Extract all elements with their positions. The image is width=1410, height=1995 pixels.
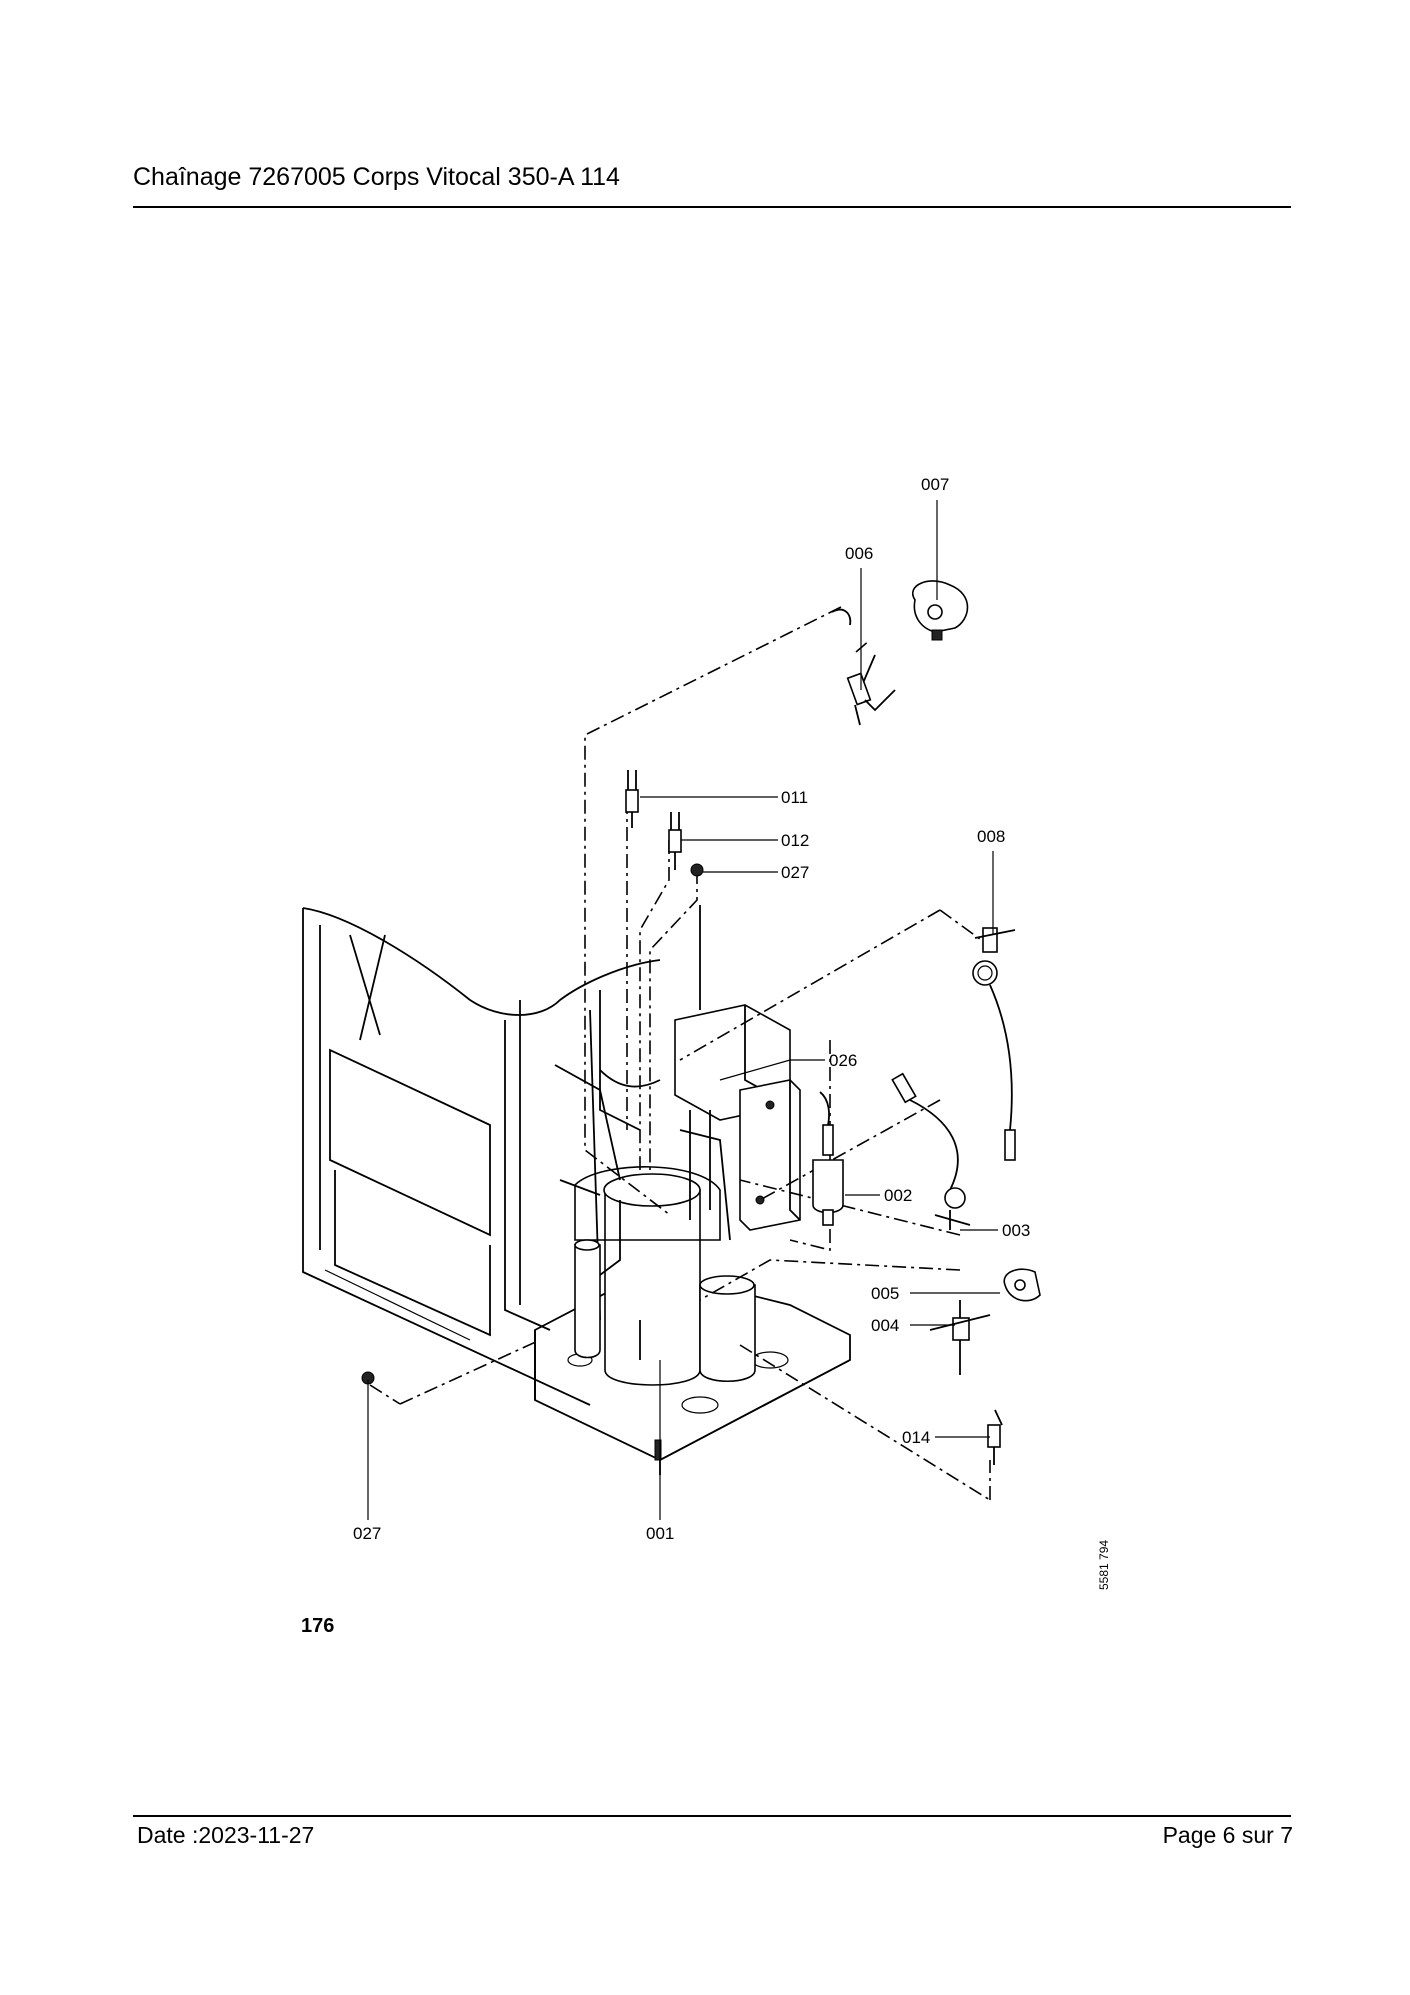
figure-number: 176	[301, 1615, 335, 1637]
callout-007: 007	[921, 475, 949, 494]
callout-006: 006	[845, 544, 873, 563]
callout-002: 002	[884, 1186, 912, 1205]
footer-page-number: Page 6 sur 7	[1162, 1822, 1293, 1848]
callout-027-bottom: 027	[353, 1524, 381, 1543]
callout-027-top: 027	[781, 863, 809, 882]
footer-rule	[133, 1815, 1291, 1817]
page-title: Chaînage 7267005 Corps Vitocal 350-A 114	[133, 163, 620, 191]
coil-007	[912, 580, 969, 641]
callout-labels: 007 006 011 012 027 008 026 002 003 005 …	[353, 475, 1111, 1590]
valve-004	[929, 1300, 991, 1375]
coil-005	[1003, 1268, 1041, 1302]
callout-014: 014	[902, 1428, 930, 1447]
compressor-001	[574, 1166, 756, 1386]
sensor-011	[625, 770, 639, 828]
sensor-003	[891, 1072, 971, 1230]
assembly-lines	[369, 606, 996, 1501]
sensor-014	[987, 1409, 1003, 1465]
unit-housing	[302, 905, 701, 1406]
callout-026: 026	[829, 1051, 857, 1070]
footer-date: Date :2023-11-27	[137, 1822, 315, 1848]
valve-006	[831, 608, 896, 726]
callout-012: 012	[781, 831, 809, 850]
heat-exchanger	[554, 1004, 801, 1241]
callout-001: 001	[646, 1524, 674, 1543]
callout-004: 004	[871, 1316, 899, 1335]
sensor-012	[668, 812, 682, 870]
drawing-reference-number: 5581 794	[1097, 1540, 1111, 1590]
callout-011: 011	[781, 788, 808, 807]
nut-027-top	[690, 863, 704, 877]
callout-008: 008	[977, 827, 1005, 846]
leader-lines	[367, 500, 1000, 1520]
callout-003: 003	[1002, 1221, 1030, 1240]
filter-drier-002	[812, 1091, 844, 1226]
header-rule	[133, 206, 1291, 208]
expansion-valve-008	[972, 927, 1016, 1161]
callout-005: 005	[871, 1284, 899, 1303]
